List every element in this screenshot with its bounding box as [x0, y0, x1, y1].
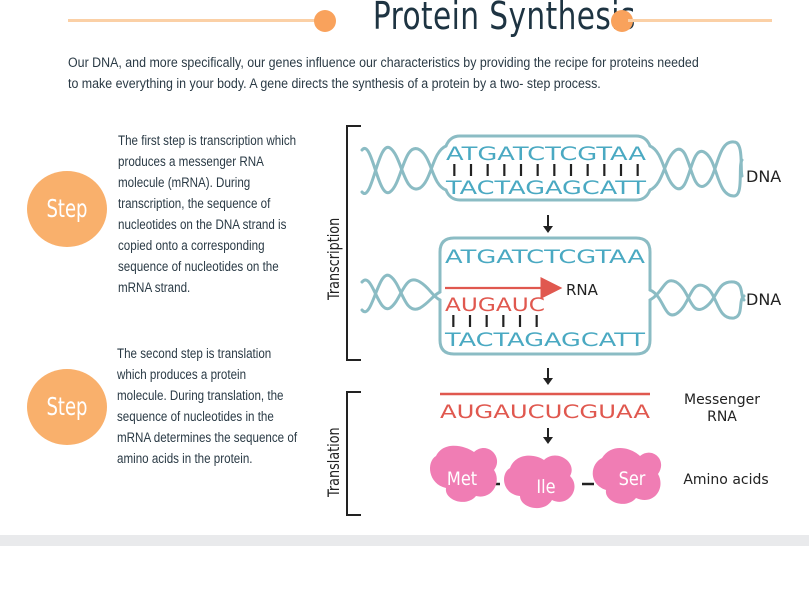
- dna-helix-2: [360, 236, 746, 356]
- amino-acid-ser-label: Ser: [619, 469, 647, 491]
- step-1-badge: Step 1: [27, 171, 107, 299]
- rna-label: RNA: [566, 281, 599, 299]
- amino-acid-ile: [504, 455, 575, 509]
- dna-top-sequence-1: ATGATCTCGTAA: [446, 143, 646, 165]
- translation-label: Translation: [326, 427, 344, 498]
- title-dot-right: [611, 10, 633, 32]
- base-pair-ticks-1: [453, 164, 639, 176]
- rna-partial-sequence: AUGAUC: [445, 294, 545, 316]
- dna-label-1: DNA: [746, 167, 781, 186]
- next-card: [0, 546, 809, 603]
- messenger-label: Messenger: [684, 392, 760, 408]
- transcription-bracket: [346, 125, 361, 361]
- dna-top-sequence-2: ATGATCTCGTAA: [445, 246, 645, 268]
- amino-acid-met: [430, 445, 498, 502]
- amino-acid-ile-label: Ile: [536, 477, 555, 499]
- amino-acid-met-label: Met: [447, 469, 477, 491]
- base-pair-ticks-2: [452, 315, 538, 327]
- step-1-description: The first step is transcription which pr…: [118, 133, 297, 295]
- title-line-right: [628, 19, 772, 22]
- intro-text: Our DNA, and more specifically, our gene…: [68, 55, 699, 91]
- amino-acids-label: Amino acids: [683, 472, 768, 488]
- content-card: [0, 0, 809, 535]
- dna-bottom-sequence-1: TACTAGAGCATT: [445, 177, 647, 199]
- step-2-description: The second step is translation which pro…: [117, 346, 298, 466]
- dna-helix-1: [360, 134, 744, 202]
- messenger-rna-label: RNA: [707, 409, 737, 425]
- dna-bottom-sequence-2: TACTAGAGCATT: [444, 329, 646, 351]
- transcription-label: Transcription: [326, 218, 344, 301]
- dna-label-2: DNA: [746, 290, 781, 309]
- title-line-left: [68, 19, 318, 22]
- translation-bracket: [346, 391, 361, 516]
- amino-acid-ser: [592, 447, 662, 504]
- step-2-badge: Step 2: [27, 369, 107, 497]
- title-dot-left: [314, 10, 336, 32]
- mrna-sequence: AUGAUCUCGUAA: [440, 401, 650, 423]
